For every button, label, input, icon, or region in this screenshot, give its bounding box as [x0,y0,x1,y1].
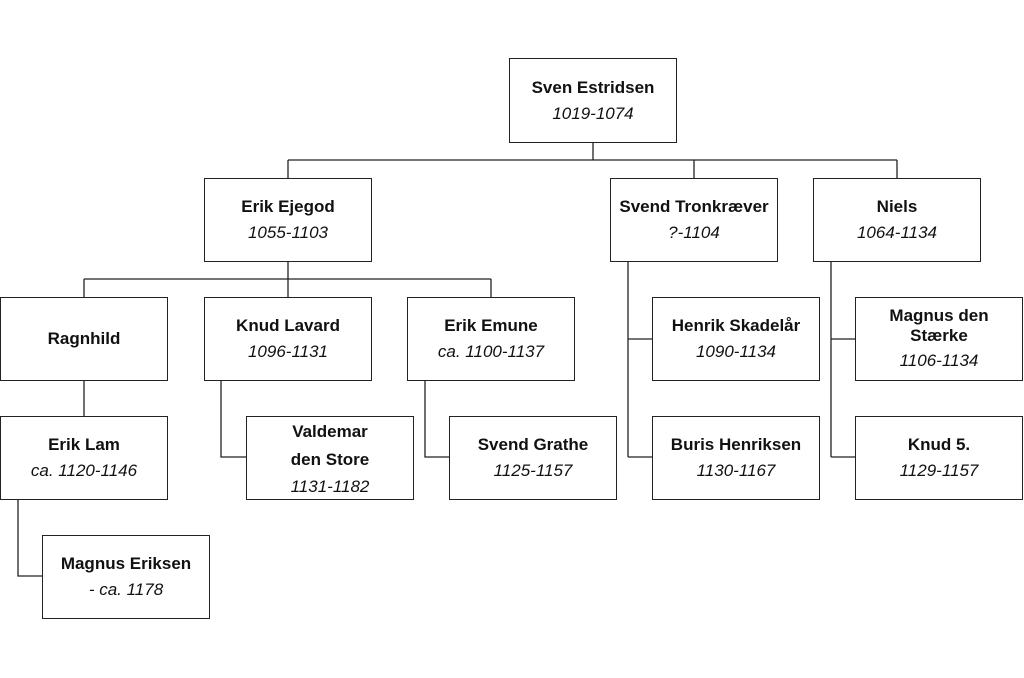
person-name: Ragnhild [47,329,121,348]
person-dates: - ca. 1178 [88,580,164,599]
person-dates: 1019-1074 [552,103,634,123]
person-name: Valdemar den Store [290,422,370,469]
person-name: Erik Ejegod [241,197,335,216]
person-magnus-eriksen: Magnus Eriksen - ca. 1178 [42,535,210,619]
person-dates: 1130-1167 [696,461,776,480]
person-erik-lam: Erik Lam ca. 1120-1146 [0,416,168,500]
person-dates: 1096-1131 [247,342,329,361]
person-knud-lavard: Knud Lavard 1096-1131 [204,297,372,381]
person-dates: 1064-1134 [856,223,938,242]
person-name: Erik Lam [48,435,120,454]
person-dates: ca. 1100-1137 [437,342,545,361]
person-henrik-skadelaar: Henrik Skadelår 1090-1134 [652,297,820,381]
person-name: Sven Estridsen [531,77,655,97]
person-dates: 1129-1157 [899,461,979,480]
person-magnus-den-staerke: Magnus den Stærke 1106-1134 [855,297,1023,381]
person-dates: ca. 1120-1146 [30,461,138,480]
person-name: Erik Emune [444,316,538,335]
connector-to-svend-grathe [424,381,449,458]
person-name: Magnus Eriksen [60,554,192,573]
person-dates: 1106-1134 [899,351,979,370]
person-name: Svend Tronkræver [619,197,769,216]
person-name: Buris Henriksen [670,435,802,454]
person-knud-5: Knud 5. 1129-1157 [855,416,1023,500]
person-niels: Niels 1064-1134 [813,178,981,262]
person-erik-emune: Erik Emune ca. 1100-1137 [407,297,575,381]
person-dates: 1055-1103 [247,223,329,242]
person-name: Henrik Skadelår [671,316,801,335]
person-ragnhild: Ragnhild [0,297,168,381]
person-valdemar-den-store: Valdemar den Store 1131-1182 [246,416,414,500]
connector-to-magnus-eriksen [17,500,42,577]
person-sven-estridsen: Sven Estridsen 1019-1074 [509,58,677,143]
person-erik-ejegod: Erik Ejegod 1055-1103 [204,178,372,262]
person-name: Knud Lavard [236,316,340,335]
person-dates: 1131-1182 [290,477,370,496]
person-name: Knud 5. [907,435,971,454]
person-name: Svend Grathe [477,435,589,454]
person-dates: ?-1104 [668,223,720,242]
person-name: Niels [876,197,918,216]
connector-to-valdemar [220,381,246,458]
person-dates: 1090-1134 [695,342,777,361]
person-svend-grathe: Svend Grathe 1125-1157 [449,416,617,500]
person-svend-tronkraever: Svend Tronkræver ?-1104 [610,178,778,262]
person-name: Magnus den Stærke [889,306,989,345]
person-dates: 1125-1157 [493,461,573,480]
person-buris-henriksen: Buris Henriksen 1130-1167 [652,416,820,500]
